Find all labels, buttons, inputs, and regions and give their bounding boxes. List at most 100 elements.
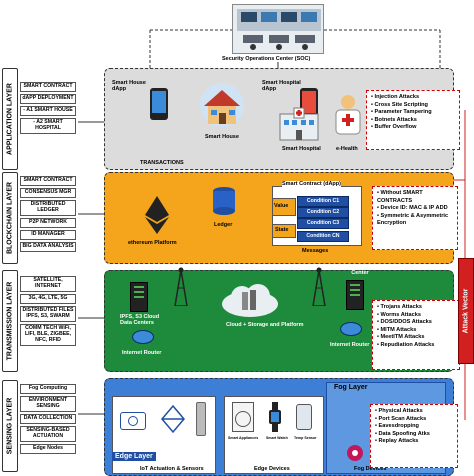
attack-item: Botnets Attacks xyxy=(371,117,455,125)
smart-appliances-label: Smart Appliances xyxy=(228,436,259,440)
fog-device-icon xyxy=(346,444,364,462)
attack-item: Port Scan Attacks xyxy=(375,416,453,424)
cloud-label: Cloud + Storage and Platform xyxy=(226,322,304,328)
application-attacks-box: Injection Attacks Cross Site Scripting P… xyxy=(366,90,460,150)
attack-item: Symmetric & Asymmetric Encryption xyxy=(377,213,453,228)
ethereum-icon xyxy=(145,196,169,234)
ipfs-label: IPFS, S3 Cloud Data Centers xyxy=(120,314,160,326)
sensing-item: Fog Computing xyxy=(20,384,76,394)
sensing-side-list: Fog Computing ENVIRONMENT SENSING DATA C… xyxy=(20,384,76,456)
attack-item: Buffer Overflow xyxy=(371,124,455,132)
condition-c1: Condition C1 xyxy=(297,196,349,207)
ethereum-label: ethereum Platform xyxy=(128,240,177,246)
blockchain-item: CONSENSUS MGR xyxy=(20,187,76,198)
blockchain-attacks-box: Without SMART CONTRACTS Device ID: MAC &… xyxy=(372,186,458,250)
condition-c3: Condition C3 xyxy=(297,218,349,229)
sensing-item: Edge Nodes xyxy=(20,443,76,454)
ipfs-server-icon xyxy=(130,282,148,312)
camera-icon xyxy=(120,412,146,430)
soc-image xyxy=(232,4,324,54)
router-right-label: Internet Router xyxy=(330,342,370,348)
attack-item: Parameter Tampering xyxy=(371,109,455,117)
value-box xyxy=(272,198,296,216)
router-icon-right xyxy=(340,322,362,336)
router-left-label: Internet Router xyxy=(122,350,162,356)
ehealth-icon xyxy=(328,92,368,138)
value-label: Value xyxy=(274,203,289,209)
application-layer-tab: APPLICATION LAYER xyxy=(2,68,18,170)
smart-house-label: Smart House xyxy=(205,134,239,140)
condition-cn: Condition CN xyxy=(297,231,349,242)
smart-hospital-label: Smart Hospital xyxy=(282,146,321,152)
blockchain-item: ID MANAGER xyxy=(20,229,76,240)
smart-appliance-icon xyxy=(232,402,254,432)
cloud-platform-icon xyxy=(220,282,280,318)
tower-icon-right xyxy=(310,266,328,307)
attack-item: Cross Site Scripting xyxy=(371,102,455,110)
smart-house-icon xyxy=(196,82,248,128)
fog-devices-label: Fog Devices xyxy=(354,466,387,472)
messages-label: Messages xyxy=(302,248,329,254)
blockchain-item: SMART CONTRACT xyxy=(20,176,76,186)
state-label: State xyxy=(275,227,289,233)
iot-actuation-label: IoT Actuation & Sensors xyxy=(140,466,204,472)
blockchain-layer-tab: BLOCKCHAIN LAYER xyxy=(2,172,18,264)
attack-item: MeetITM Attacks xyxy=(377,334,455,342)
ehealth-label: e-Health xyxy=(336,146,358,152)
attack-item: Without SMART CONTRACTS xyxy=(377,190,453,205)
sensing-attacks-box: Physical Attacks Port Scan Attacks Eaves… xyxy=(370,404,458,468)
attack-item: Injection Attacks xyxy=(371,94,455,102)
transmission-layer-tab: TRANSMISSION LAYER xyxy=(2,270,18,372)
application-item: dAPP DEPLOYMENT xyxy=(20,93,76,104)
smart-hospital-icon xyxy=(276,106,322,142)
attack-item: Worms Attacks xyxy=(377,312,455,320)
state-box xyxy=(272,224,296,238)
edge-layer-label: Edge Layer xyxy=(112,452,156,461)
application-side-list: SMART CONTRACT dAPP DEPLOYMENT - A1 SMAR… xyxy=(20,82,76,136)
attack-item: Physical Attacks xyxy=(375,408,453,416)
smart-watch-icon xyxy=(268,402,282,432)
transmission-attacks-box: Trojans Attacks Worms Attacks DOS/DDOS A… xyxy=(372,300,460,370)
transmission-item: SATELLITE, INTERNET xyxy=(20,276,76,292)
smart-house-phone-icon xyxy=(150,88,168,120)
ledger-icon xyxy=(212,186,236,216)
smart-house-dapp-label: Smart House dApp xyxy=(112,80,146,92)
swarm-server-icon xyxy=(346,280,364,310)
transmission-item: DISTRIBUTED FILES IPFS, S3, SWARM xyxy=(20,305,76,322)
attack-item: DOS/DDOS Attacks xyxy=(377,319,455,327)
sensor-probe-icon xyxy=(196,402,206,436)
application-item: - A1 SMART HOUSE xyxy=(20,105,76,116)
smart-watch-label: Smart Watch xyxy=(266,436,288,440)
ledger-label: Ledger xyxy=(214,222,233,228)
tower-icon-left xyxy=(172,266,190,307)
attack-item: Device ID: MAC & IP ADD xyxy=(377,205,453,213)
transmission-item: 3G, 4G, LTE, 5G xyxy=(20,293,76,304)
edge-devices-label: Edge Devices xyxy=(254,466,290,472)
sensing-item: ENVIRONMENT SENSING xyxy=(20,395,76,412)
attack-item: Eavesdropping xyxy=(375,423,453,431)
attack-item: Trojans Attacks xyxy=(377,304,455,312)
attack-item: Replay Attacks xyxy=(375,438,453,446)
soc-label: Security Operations Center (SOC) xyxy=(222,56,311,62)
smart-contract-label: Smart Contract (dApp) xyxy=(282,181,341,187)
temp-sensor-icon xyxy=(296,404,312,430)
sensing-item: DATA COLLECTION xyxy=(20,413,76,424)
blockchain-item: BIG DATA ANALYSIS xyxy=(20,241,76,252)
blockchain-side-list: SMART CONTRACT CONSENSUS MGR DISTRIBUTED… xyxy=(20,176,76,254)
fog-layer-label: Fog Layer xyxy=(334,384,368,391)
attack-item: Repudiation Attacks xyxy=(377,342,455,350)
application-item: SMART CONTRACT xyxy=(20,82,76,92)
transactions-label: TRANSACTIONS xyxy=(140,160,184,166)
application-item: - A2 SMART HOSPITAL xyxy=(20,117,76,134)
blockchain-item: DISTRIBUTED LEDGER xyxy=(20,199,76,216)
condition-c2: Condition C2 xyxy=(297,207,349,218)
sensing-layer-tab: SENSING LAYER xyxy=(2,380,18,472)
sensing-item: SENSING-BASED ACTUATION xyxy=(20,425,76,442)
attack-item: MITM Attacks xyxy=(377,327,455,335)
swarm-label: SWARM Cloud Data Center xyxy=(334,264,386,276)
filter-icon xyxy=(160,404,186,434)
smart-hospital-dapp-label: Smart Hospital dApp xyxy=(262,80,301,92)
attack-vector-bar: Attack Vector xyxy=(458,258,474,364)
transmission-item: COMM TECH WiFi, LIFI, BLE, ZIGBEE, NFC, … xyxy=(20,323,76,346)
temp-sensor-label: Temp Sensor xyxy=(294,436,317,440)
